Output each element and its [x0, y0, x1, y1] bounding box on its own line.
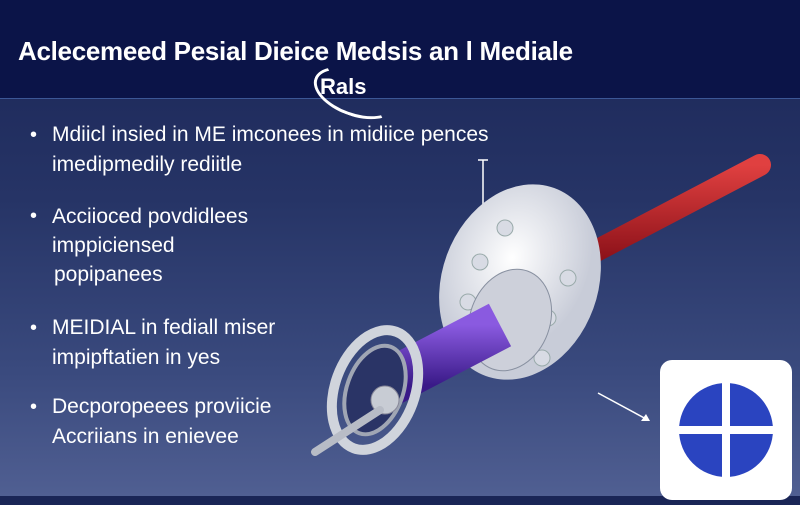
bullet-line: Accriians in enievee: [52, 425, 239, 448]
bullet-line: Acciioced povdidlees: [52, 205, 249, 228]
bullet-line: impipftatien in yes: [52, 346, 221, 369]
arrow-right: [597, 392, 649, 421]
medical-cross-icon: [678, 382, 774, 478]
header-band: Aclecemeed Pesial Dieice Medsis an l Med…: [0, 0, 800, 130]
red-rod: [564, 154, 771, 273]
slide-title: Aclecemeed Pesial Dieice Medsis an l Med…: [18, 36, 573, 66]
bullet-line: popipanees: [54, 263, 163, 286]
slide-subtitle: Rals: [320, 74, 367, 99]
medical-cross-card: [660, 360, 792, 500]
bullet-line: imedipmedily rediitle: [52, 153, 243, 176]
bullet-line: Mdiicl insied in ME imconees in midiice …: [52, 123, 489, 146]
needle-rod: [311, 406, 384, 456]
bullet-line: imppiciensed: [52, 234, 175, 257]
bullet-line: MEIDIAL in fediall miser: [52, 316, 276, 339]
bullet-line: Decporopeees proviicie: [52, 395, 272, 418]
wheel: [326, 325, 424, 455]
